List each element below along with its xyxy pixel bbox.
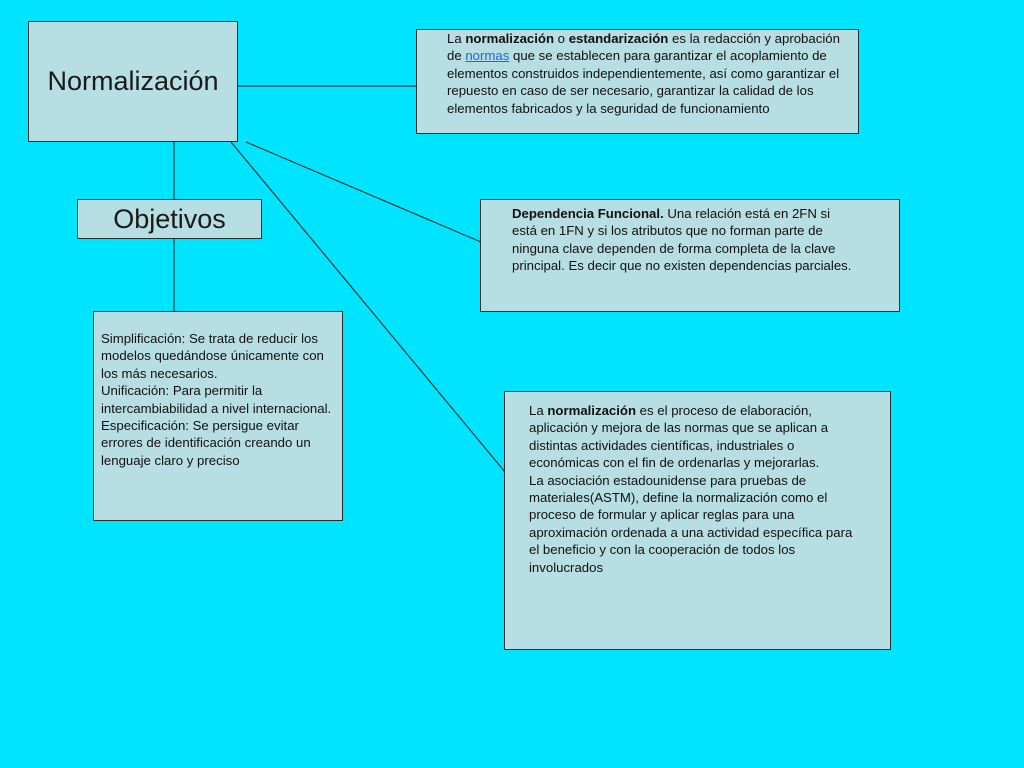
definition-text-part: es la redacción y aprobación de: [447, 31, 840, 64]
process-term: normalización: [547, 403, 637, 418]
objectives-node-label: Objetivos: [113, 203, 226, 234]
definition-box: [416, 29, 859, 134]
definition-text-part: que se establecen para garantizar el aco…: [447, 48, 840, 116]
process-text: La normalización es el proceso de elabor…: [529, 402, 859, 576]
dependency-text: Dependencia Funcional. Una relación está…: [512, 205, 857, 275]
root-node: Normalización: [28, 21, 238, 142]
normas-link[interactable]: normas: [465, 48, 510, 64]
objective-especificacion: Especificación: Se persigue evitar error…: [101, 418, 311, 468]
process-astm-definition: La asociación estadounidense para prueba…: [529, 472, 853, 575]
connector-root-dependency: [245, 141, 489, 246]
dependency-description: Una relación está en 2FN si está en 1FN …: [512, 206, 852, 274]
process-box: [504, 391, 891, 650]
objective-simplificacion: Simplificación: Se trata de reducir los …: [101, 331, 324, 381]
objective-unificacion: Unificación: Para permitir la intercambi…: [101, 383, 332, 416]
objectives-node: Objetivos: [77, 199, 262, 239]
root-node-label: Normalización: [47, 66, 219, 96]
objectives-list-text: Simplificación: Se trata de reducir los …: [101, 330, 344, 469]
definition-text: La normalización o estandarización es la…: [447, 30, 847, 117]
process-text-part: La: [529, 403, 548, 418]
definition-term-normalizacion: normalización: [465, 31, 555, 46]
definition-term-estandarizacion: estandarización: [568, 31, 669, 46]
definition-text-part: La: [447, 31, 466, 46]
connector-root-process: [230, 141, 506, 473]
process-text-part: es el proceso de elaboración, aplicación…: [529, 403, 829, 471]
objectives-list-box: [93, 311, 343, 521]
dependency-term: Dependencia Funcional.: [512, 206, 664, 221]
dependency-box: [480, 199, 900, 312]
definition-text-part: o: [554, 31, 569, 46]
